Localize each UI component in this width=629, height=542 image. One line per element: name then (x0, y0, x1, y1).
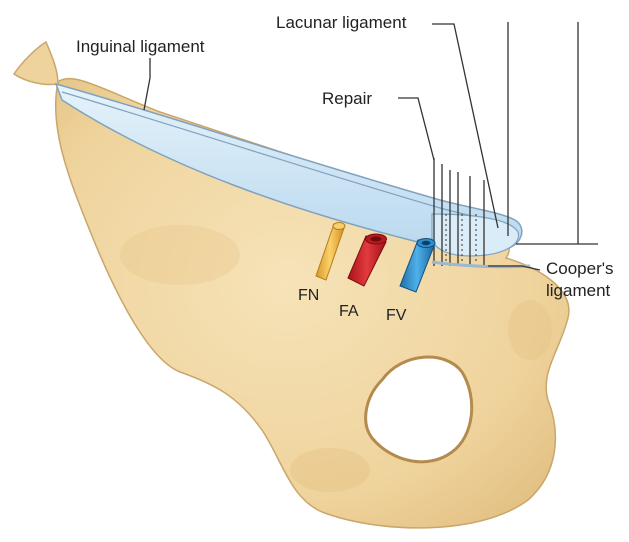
label-inguinal-ligament: Inguinal ligament (76, 37, 205, 56)
bone-shade-3 (508, 300, 552, 360)
label-coopers-ligament-line2: ligament (546, 281, 611, 300)
iliac-spine (14, 42, 58, 85)
nerve-end (333, 223, 345, 230)
vein-lumen (422, 241, 431, 245)
label-femoral-artery: FA (339, 303, 359, 320)
label-repair: Repair (322, 89, 372, 108)
bone-shade-1 (120, 225, 240, 285)
label-femoral-vein: FV (386, 307, 407, 324)
bone-shade-2 (290, 448, 370, 492)
label-lacunar-ligament: Lacunar ligament (276, 13, 407, 32)
artery-lumen (371, 237, 382, 242)
label-femoral-nerve: FN (298, 287, 319, 304)
leader-inguinal (144, 58, 150, 110)
label-coopers-ligament-line1: Cooper's (546, 259, 614, 278)
leader-repair (398, 98, 434, 160)
